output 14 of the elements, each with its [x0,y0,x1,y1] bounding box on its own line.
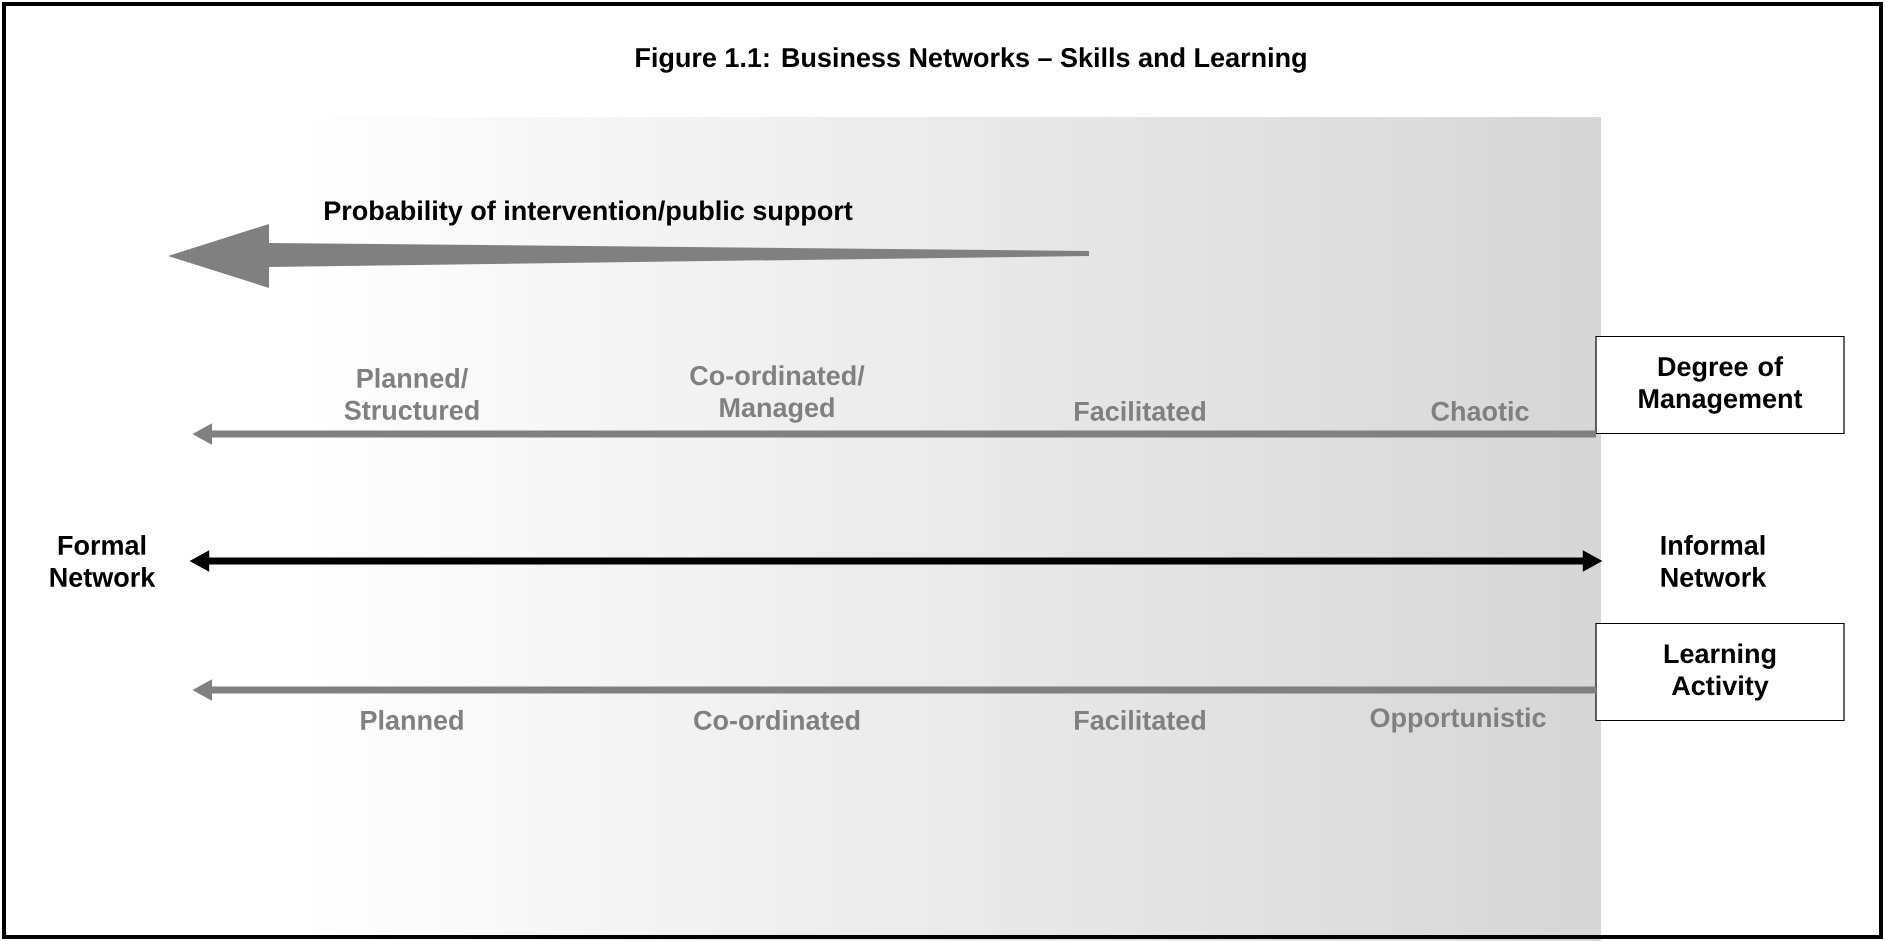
axis-label: Facilitated [1075,401,1205,421]
axis-label: Planned [361,710,463,730]
label-box: Learning Activity [1595,622,1845,722]
axis-label: Facilitated [1075,710,1205,730]
title: Figure 1.1: Business Networks – Skills and Learning [636,47,1306,73]
end-label: Formal Network [50,535,156,587]
label-box: Degree of Management [1595,335,1845,435]
axis-label: Planned/ Structured [344,368,479,420]
axis-label: Co-ordinated [694,710,860,730]
axis-label: Chaotic [1431,401,1529,421]
end-label: Informal Network [1661,535,1767,587]
axis-label: Opportunistic [1370,707,1546,733]
axis-label: Co-ordinated/ Managed [690,365,865,423]
axis-label: Probability of intervention/public support [325,200,853,226]
